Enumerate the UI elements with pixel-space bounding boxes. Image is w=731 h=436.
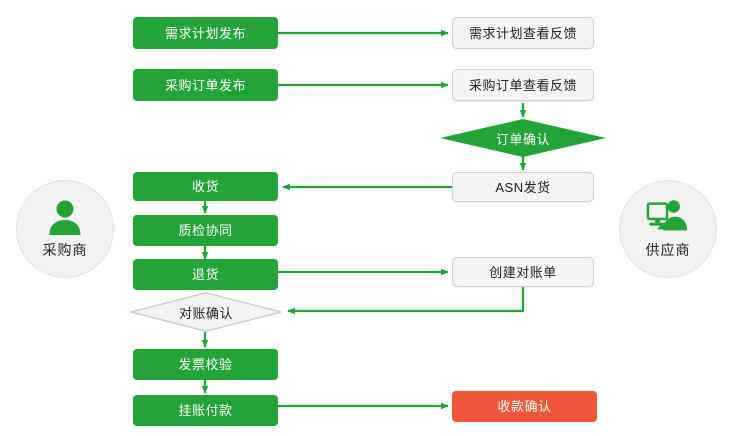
node-return-goods[interactable]: 退货 (133, 259, 278, 290)
node-label: 需求计划查看反馈 (468, 25, 577, 41)
node-label: 采购订单查看反馈 (468, 77, 577, 93)
node-payment-posting[interactable]: 挂账付款 (133, 395, 278, 426)
node-quality-collab[interactable]: 质检协同 (133, 215, 278, 246)
node-asn-shipment[interactable]: ASN发货 (452, 172, 594, 202)
node-label: 订单确认 (495, 131, 550, 147)
node-label: 挂账付款 (178, 403, 233, 418)
person-computer-icon (646, 198, 690, 238)
node-receipt-confirm[interactable]: 收款确认 (452, 391, 597, 422)
node-receiving[interactable]: 收货 (133, 172, 278, 201)
node-label: 创建对账单 (489, 264, 557, 280)
actor-buyer-label: 采购商 (42, 242, 88, 258)
actor-supplier-label: 供应商 (645, 242, 691, 258)
node-label: 收款确认 (497, 399, 552, 414)
node-label: ASN发货 (495, 179, 551, 195)
edge-statement-to-confirm (287, 287, 525, 315)
node-create-statement[interactable]: 创建对账单 (452, 257, 594, 287)
node-label: 需求计划发布 (164, 25, 246, 41)
node-label: 对账确认 (178, 305, 233, 321)
node-po-publish[interactable]: 采购订单发布 (133, 69, 278, 101)
node-label: 质检协同 (178, 223, 233, 238)
node-order-confirm[interactable]: 订单确认 (440, 119, 606, 157)
node-statement-confirm[interactable]: 对账确认 (130, 292, 282, 332)
node-invoice-check[interactable]: 发票校验 (133, 349, 278, 380)
node-po-feedback[interactable]: 采购订单查看反馈 (452, 69, 594, 101)
node-label: 采购订单发布 (164, 77, 246, 93)
node-demand-plan-publish[interactable]: 需求计划发布 (133, 17, 278, 49)
node-label: 发票校验 (178, 357, 233, 372)
actor-buyer: 采购商 (16, 180, 114, 278)
actor-supplier: 供应商 (619, 180, 717, 278)
node-label: 退货 (191, 267, 219, 282)
person-icon (43, 198, 87, 238)
node-demand-plan-feedback[interactable]: 需求计划查看反馈 (452, 17, 594, 49)
node-label: 收货 (191, 179, 219, 194)
